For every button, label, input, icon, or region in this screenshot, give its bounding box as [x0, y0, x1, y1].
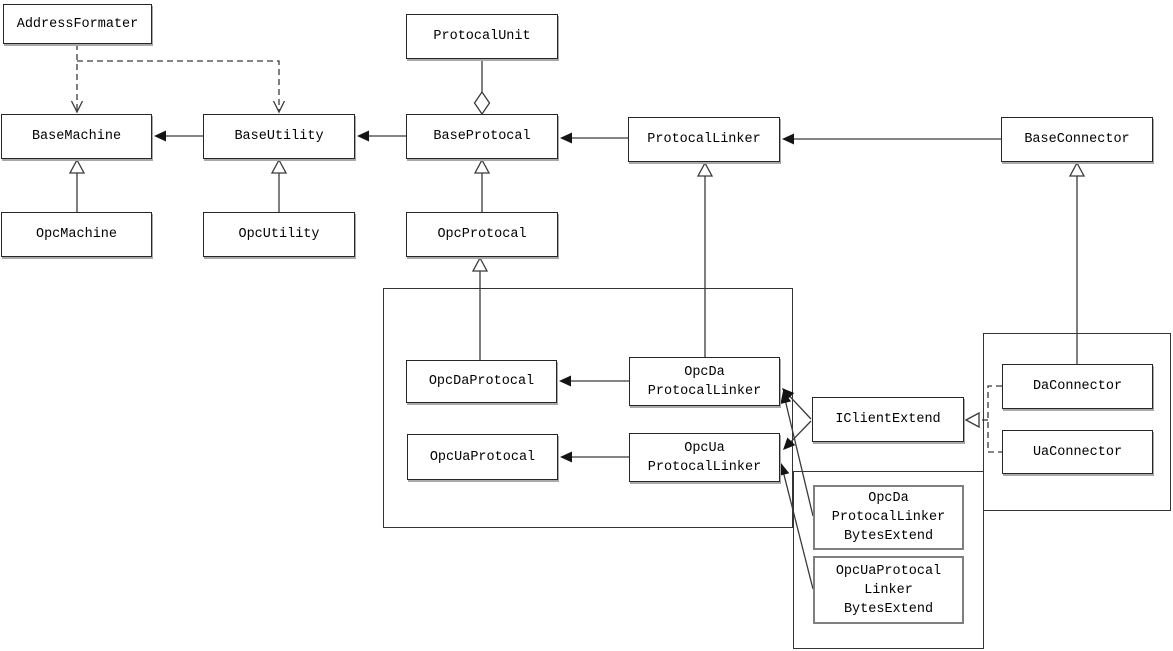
edge-connectors-dashed-spine-line — [987, 385, 1002, 453]
generalization-arrowhead — [68, 158, 86, 174]
association-arrowhead — [560, 451, 572, 463]
class-box-da-connector: DaConnector — [1002, 364, 1153, 409]
edge-connectors-to-iclientextend — [964, 411, 988, 429]
edge-opcdaprotocallinker-to-protocallinker — [696, 161, 714, 357]
edge-iclientextend-to-opcuaprotocallinker-line — [789, 420, 812, 444]
class-box-label: BytesExtend — [843, 601, 934, 617]
class-box-opc-da-protocal: OpcDaProtocal — [406, 360, 557, 403]
class-box-label: OpcDa — [868, 491, 909, 506]
class-box-label: ProtocalUnit — [433, 29, 531, 44]
realization-arrowhead — [964, 411, 980, 429]
edge-opcutility-to-baseutility — [270, 158, 288, 212]
class-box-base-connector: BaseConnector — [1001, 117, 1153, 162]
edge-addressformater-to-basemachine — [70, 44, 84, 114]
edge-iclientextend-to-opcdaprotocallinker-line — [788, 394, 812, 420]
association-arrowhead — [782, 388, 795, 401]
class-box-label: AddressFormater — [16, 16, 139, 32]
generalization-arrowhead — [473, 158, 491, 174]
class-box-label: OpcMachine — [35, 227, 117, 242]
association-arrowhead — [782, 133, 794, 145]
class-box-base-machine: BaseMachine — [1, 114, 152, 159]
class-box-opc-machine: OpcMachine — [1, 212, 152, 257]
class-box-label: ProtocalLinker — [647, 132, 761, 147]
dependency-arrowhead — [272, 100, 286, 114]
class-box-label: OpcDaProtocal — [428, 374, 535, 389]
class-box-label: IClientExtend — [835, 412, 941, 427]
class-box-label: ProtocalLinker — [647, 459, 762, 475]
class-box-ua-connector: UaConnector — [1002, 430, 1153, 474]
edge-opcdaprotocal-to-opcprotocal — [471, 256, 489, 360]
edge-iclientextend-to-opcuaprotocallinker — [783, 420, 812, 450]
class-box-opc-utility: OpcUtility — [203, 212, 355, 257]
edge-connectors-dashed-spine — [987, 385, 1002, 453]
class-box-i-client-extend: IClientExtend — [812, 397, 964, 442]
association-arrowhead — [154, 130, 166, 142]
dependency-arrowhead — [70, 100, 84, 114]
generalization-arrowhead — [696, 161, 714, 177]
edge-protocallinker-to-baseprotocal — [560, 132, 628, 144]
class-box-label: DaConnector — [1032, 379, 1123, 394]
edge-addressformater-to-baseutility — [77, 60, 286, 114]
class-box-opc-ua-protocal: OpcUaProtocal — [407, 434, 558, 480]
class-box-address-formater: AddressFormater — [3, 4, 152, 44]
edge-iclientextend-to-opcdaprotocallinker — [782, 388, 812, 420]
edge-opcdabytesextend-to-opcdaprotocallinker — [780, 391, 814, 517]
edge-baseutility-to-basemachine — [154, 130, 203, 142]
generalization-arrowhead — [471, 256, 489, 272]
class-box-opc-protocal: OpcProtocal — [406, 212, 558, 257]
class-box-label: BaseConnector — [1024, 132, 1130, 147]
class-box-label: OpcProtocal — [437, 227, 527, 242]
edge-baseprotocal-to-baseutility — [357, 130, 406, 142]
class-box-base-utility: BaseUtility — [203, 114, 355, 159]
association-arrowhead — [783, 437, 796, 450]
opc-protocal-linker-group — [383, 288, 793, 528]
association-arrowhead — [357, 130, 369, 142]
class-box-label: ProtocalLinker — [647, 383, 762, 399]
class-box-label: OpcDa — [684, 364, 725, 380]
edge-opcuaprotocallinker-to-opcuaprotocal — [560, 451, 629, 463]
class-box-label: Linker — [864, 582, 913, 598]
association-arrowhead — [780, 391, 792, 404]
class-box-label: BaseMachine — [31, 129, 122, 144]
edge-daconnector-to-baseconnector — [1068, 161, 1086, 364]
edge-opcprotocal-to-baseprotocal — [473, 158, 491, 212]
class-box-label: OpcUaProtocal — [835, 563, 942, 579]
class-box-label: OpcUaProtocal — [429, 449, 536, 465]
edge-opcmachine-to-basemachine — [68, 158, 86, 212]
edge-opcdabytesextend-to-opcdaprotocallinker-line — [784, 400, 814, 517]
class-box-label: OpcUtility — [238, 227, 320, 242]
class-box-label: BytesExtend — [843, 529, 934, 544]
class-box-label: UaConnector — [1032, 444, 1123, 460]
class-box-base-protocal: BaseProtocal — [406, 114, 558, 159]
edge-opcuabytesextend-to-opcuaprotocallinker-line — [782, 472, 814, 590]
edge-opcuabytesextend-to-opcuaprotocallinker — [778, 463, 814, 590]
class-box-protocal-linker: ProtocalLinker — [628, 117, 780, 162]
association-arrowhead — [778, 463, 790, 476]
association-arrowhead — [560, 132, 572, 144]
class-box-protocal-unit: ProtocalUnit — [406, 14, 558, 59]
class-box-label: ProtocalLinker — [831, 510, 946, 525]
generalization-arrowhead — [270, 158, 288, 174]
class-box-label: BaseProtocal — [433, 129, 531, 144]
class-box-label: BaseUtility — [234, 129, 324, 144]
edge-addressformater-to-baseutility-line — [77, 60, 280, 112]
edge-baseconnector-to-protocallinker — [782, 133, 1001, 145]
class-box-label: OpcUa — [684, 440, 725, 456]
edge-opcdaprotocallinker-to-opcdaprotocal — [559, 375, 629, 387]
association-arrowhead — [559, 375, 571, 387]
aggregation-arrowhead — [473, 90, 491, 116]
bytes-extend-group — [793, 471, 984, 649]
edge-protocalunit-to-baseprotocal-aggregation — [473, 59, 491, 116]
generalization-arrowhead — [1068, 161, 1086, 177]
